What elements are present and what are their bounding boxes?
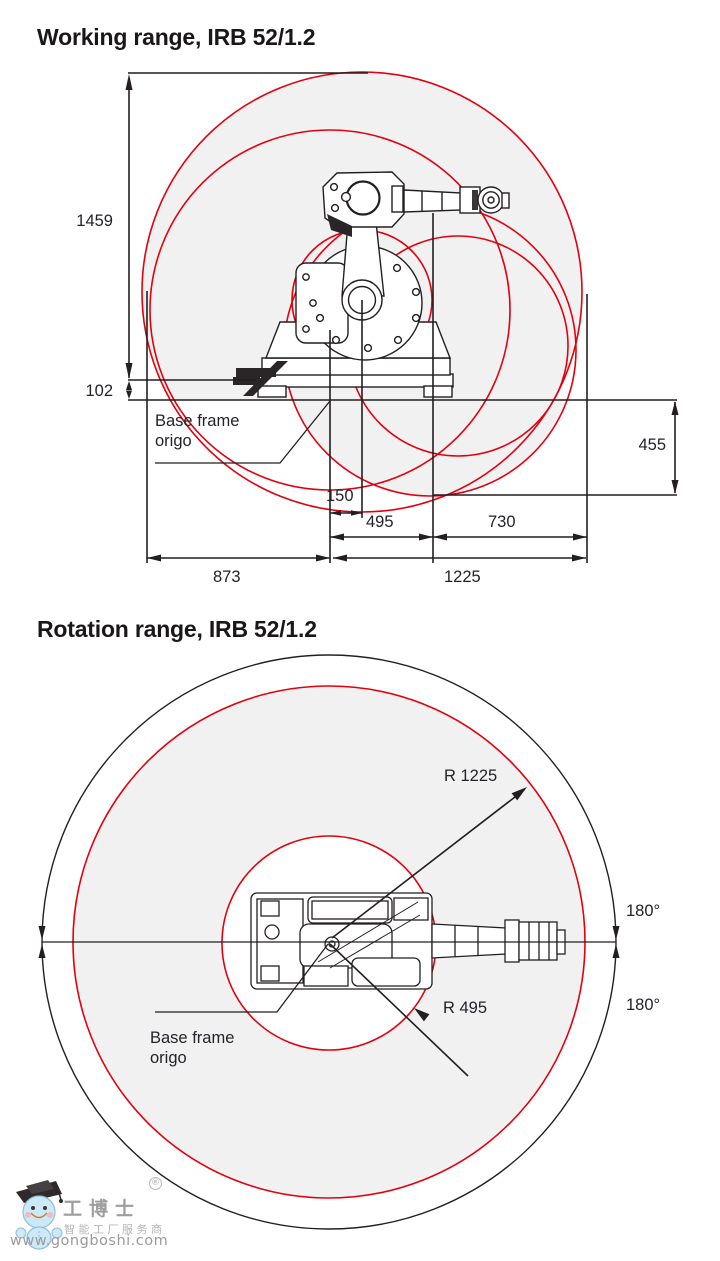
dim-front-reach: 1225 <box>444 568 481 586</box>
base-frame-origo-label-side: Base frame origo <box>155 412 240 450</box>
watermark-registered-icon: ® <box>149 1177 162 1190</box>
robot-top-view <box>250 892 566 990</box>
angle-180-bottom-label: 180° <box>626 996 661 1014</box>
dim-outer-segment: 730 <box>488 513 516 531</box>
rotation-lines <box>42 789 616 1077</box>
rotation-range-diagram <box>38 654 620 1230</box>
rotation-arrowheads <box>38 787 620 1022</box>
watermark-brand: 工博士 <box>63 1198 142 1220</box>
working-range-diagram <box>125 71 679 563</box>
dim-below-base: 455 <box>638 436 666 454</box>
dim-back-reach: 873 <box>213 568 241 586</box>
r1225-label: R 1225 <box>444 767 498 785</box>
robot-side-view <box>233 171 510 398</box>
base-frame-origo-label-top: Base frame origo <box>150 1029 235 1067</box>
working-range-title: Working range, IRB 52/1.2 <box>37 24 316 50</box>
watermark-url: www.gongboshi.com <box>10 1233 169 1249</box>
angle-180-top-label: 180° <box>626 902 661 920</box>
dim-axis-offset: 150 <box>326 487 354 505</box>
watermark-mascot <box>15 1180 63 1250</box>
r495-label: R 495 <box>443 999 488 1017</box>
dim-inner-radius: 495 <box>366 513 394 531</box>
watermark-tagline: 智能工厂服务商 <box>64 1223 166 1236</box>
rotation-range-title: Rotation range, IRB 52/1.2 <box>37 616 317 642</box>
working-range-arrowheads <box>125 74 679 562</box>
dim-vertical-reach: 1459 <box>76 212 113 230</box>
dim-base-height: 102 <box>85 382 113 400</box>
